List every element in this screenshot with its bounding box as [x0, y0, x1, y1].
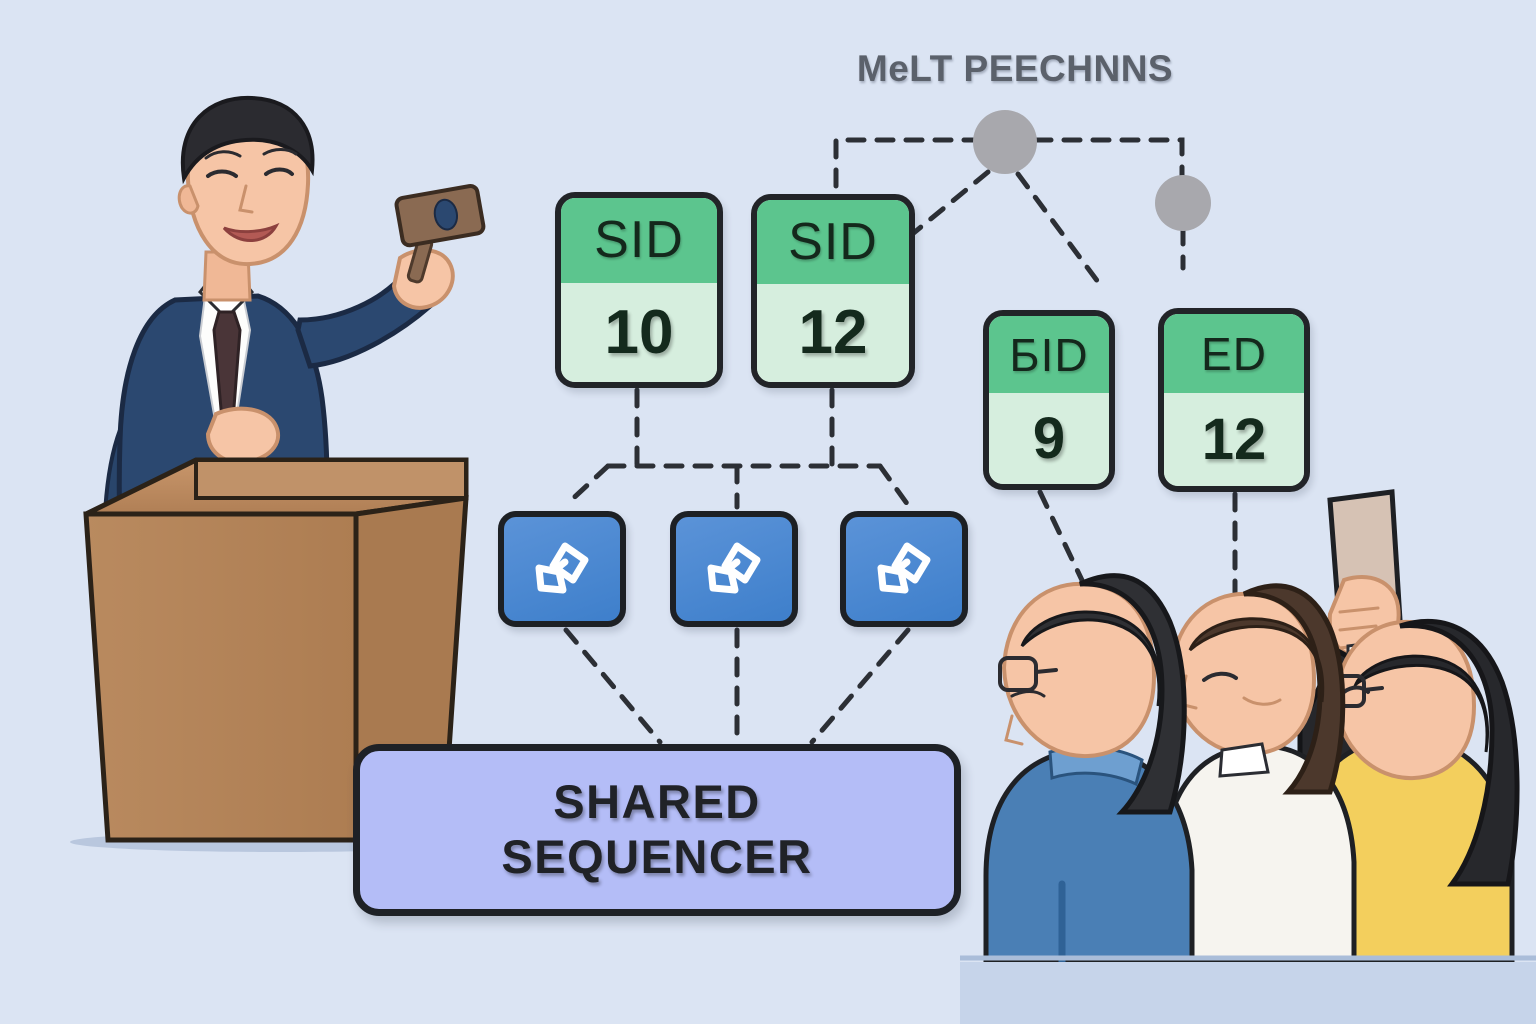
value-card-header: ED	[1164, 314, 1304, 394]
value-card-body: 12	[757, 283, 909, 382]
bidder-yellow-hair	[1399, 619, 1520, 887]
edge-hub-down-right	[1015, 171, 1107, 293]
edge-hub-left	[833, 137, 978, 189]
value-card-header: БID	[989, 316, 1109, 394]
edge-bus-chain2	[877, 463, 911, 508]
value-card-value: 12	[798, 298, 868, 368]
auctioneer-hand-left	[205, 406, 280, 465]
chain-link-icon	[867, 532, 941, 606]
chain-link-icon	[697, 532, 771, 606]
auctioneer-mouth	[222, 222, 280, 242]
audience-floor	[960, 962, 1536, 1024]
value-card-label: БID	[1009, 328, 1089, 381]
value-card-label: SID	[788, 212, 878, 271]
audience-group	[960, 489, 1536, 1024]
page-title: MeLT PEECHNNS	[856, 48, 1174, 89]
mev-node-secondary	[1155, 175, 1211, 231]
value-card-value: 9	[1032, 406, 1066, 472]
value-card-value: 10	[604, 297, 674, 367]
auctioneer-hair	[180, 95, 315, 185]
chain-link-icon	[525, 532, 599, 606]
bidder-white-hair	[1242, 583, 1346, 795]
edge-bus-chain0	[563, 463, 611, 508]
edge-hub-down-left	[902, 169, 991, 243]
chain-node-3[interactable]	[840, 511, 968, 627]
mev-node-primary	[973, 110, 1037, 174]
value-card-sid-12[interactable]: SID 12	[751, 194, 915, 388]
bidder-yellow-head	[1333, 619, 1477, 781]
chain-node-2[interactable]	[670, 511, 798, 627]
value-card-value: 12	[1201, 407, 1267, 473]
value-card-body: 12	[1164, 393, 1304, 486]
chain-node-1[interactable]	[498, 511, 626, 627]
value-card-body: 9	[989, 393, 1109, 484]
bidder-blue-head	[1001, 581, 1157, 759]
edge-chain2-seq	[809, 627, 911, 745]
bidder-blue-hair	[1078, 573, 1187, 815]
value-card-bid-9[interactable]: БID 9	[983, 310, 1115, 490]
sequencer-title-line-1: SHARED	[553, 775, 761, 829]
value-card-sid-10[interactable]: SID 10	[555, 192, 723, 388]
bidder-white	[1161, 583, 1357, 965]
gavel-head	[394, 184, 486, 248]
bidder-blue	[983, 573, 1195, 966]
edge-hub-right	[1032, 137, 1185, 181]
value-card-label: ED	[1201, 327, 1267, 380]
sequencer-title-line-2: SEQUENCER	[501, 830, 813, 883]
value-card-body: 10	[561, 282, 717, 382]
value-card-header: SID	[757, 200, 909, 284]
shared-sequencer-box[interactable]: SHARED SEQUENCER	[353, 744, 961, 916]
value-card-label: SID	[594, 211, 684, 270]
value-card-header: SID	[561, 198, 717, 283]
value-card-ed-12[interactable]: ED 12	[1158, 308, 1310, 492]
edge-chain0-seq	[563, 627, 663, 745]
